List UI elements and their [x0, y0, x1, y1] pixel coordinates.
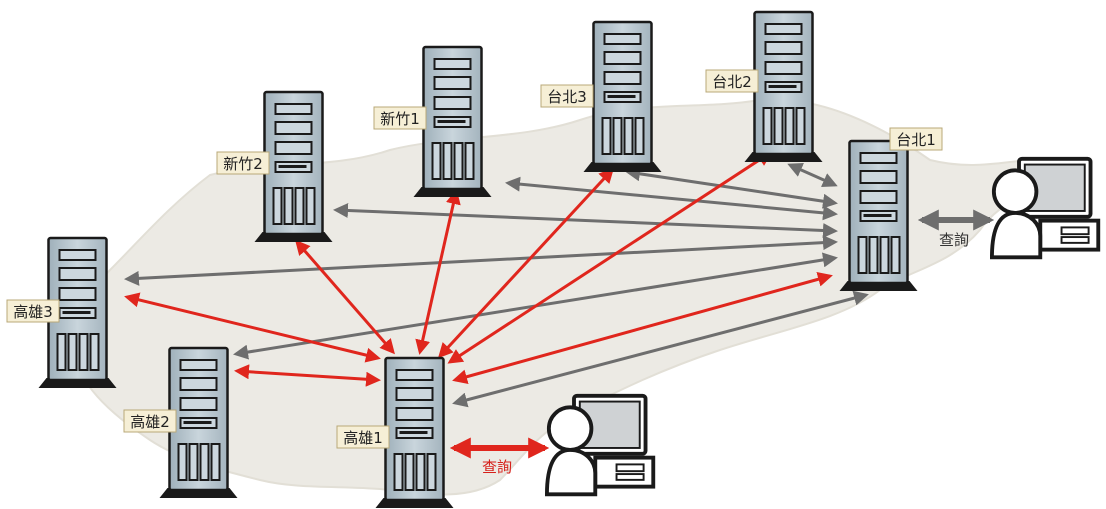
label-hsinchu1: 新竹1	[373, 106, 427, 130]
server-label: 高雄1	[343, 429, 383, 447]
user-at-computer-icon	[989, 156, 1101, 260]
server-tower-icon	[838, 139, 919, 293]
client-taipei: 查詢	[917, 156, 1101, 260]
link-red-hsinchu1	[415, 189, 461, 355]
user-at-computer-icon	[544, 393, 656, 497]
server-label: 台北3	[547, 88, 587, 106]
link-red-taipei3	[437, 167, 615, 359]
label-taipei2: 台北2	[705, 69, 759, 93]
label-taipei1: 台北1	[889, 127, 943, 151]
server-label: 台北1	[896, 131, 936, 149]
label-hsinchu2: 新竹2	[216, 151, 270, 175]
query-label-taipei: 查詢	[939, 231, 969, 249]
link-red-kaohsiung3	[124, 292, 381, 363]
server-taipei1	[838, 139, 919, 293]
server-label: 高雄3	[13, 303, 53, 321]
server-label: 新竹2	[223, 155, 263, 173]
client-kaohsiung: 查詢	[449, 393, 656, 497]
server-label: 台北2	[712, 73, 752, 91]
server-label: 新竹1	[380, 110, 420, 128]
red-link-group	[124, 151, 833, 387]
server-taipei3	[582, 20, 663, 174]
label-taipei3: 台北3	[540, 84, 594, 108]
label-kaohsiung2: 高雄2	[123, 409, 177, 433]
link-red-kaohsiung2	[234, 364, 381, 387]
label-kaohsiung1: 高雄1	[336, 425, 390, 449]
query-label-kaohsiung: 查詢	[482, 458, 512, 476]
server-label: 高雄2	[130, 413, 170, 431]
label-kaohsiung3: 高雄3	[6, 299, 60, 323]
server-tower-icon	[582, 20, 663, 174]
